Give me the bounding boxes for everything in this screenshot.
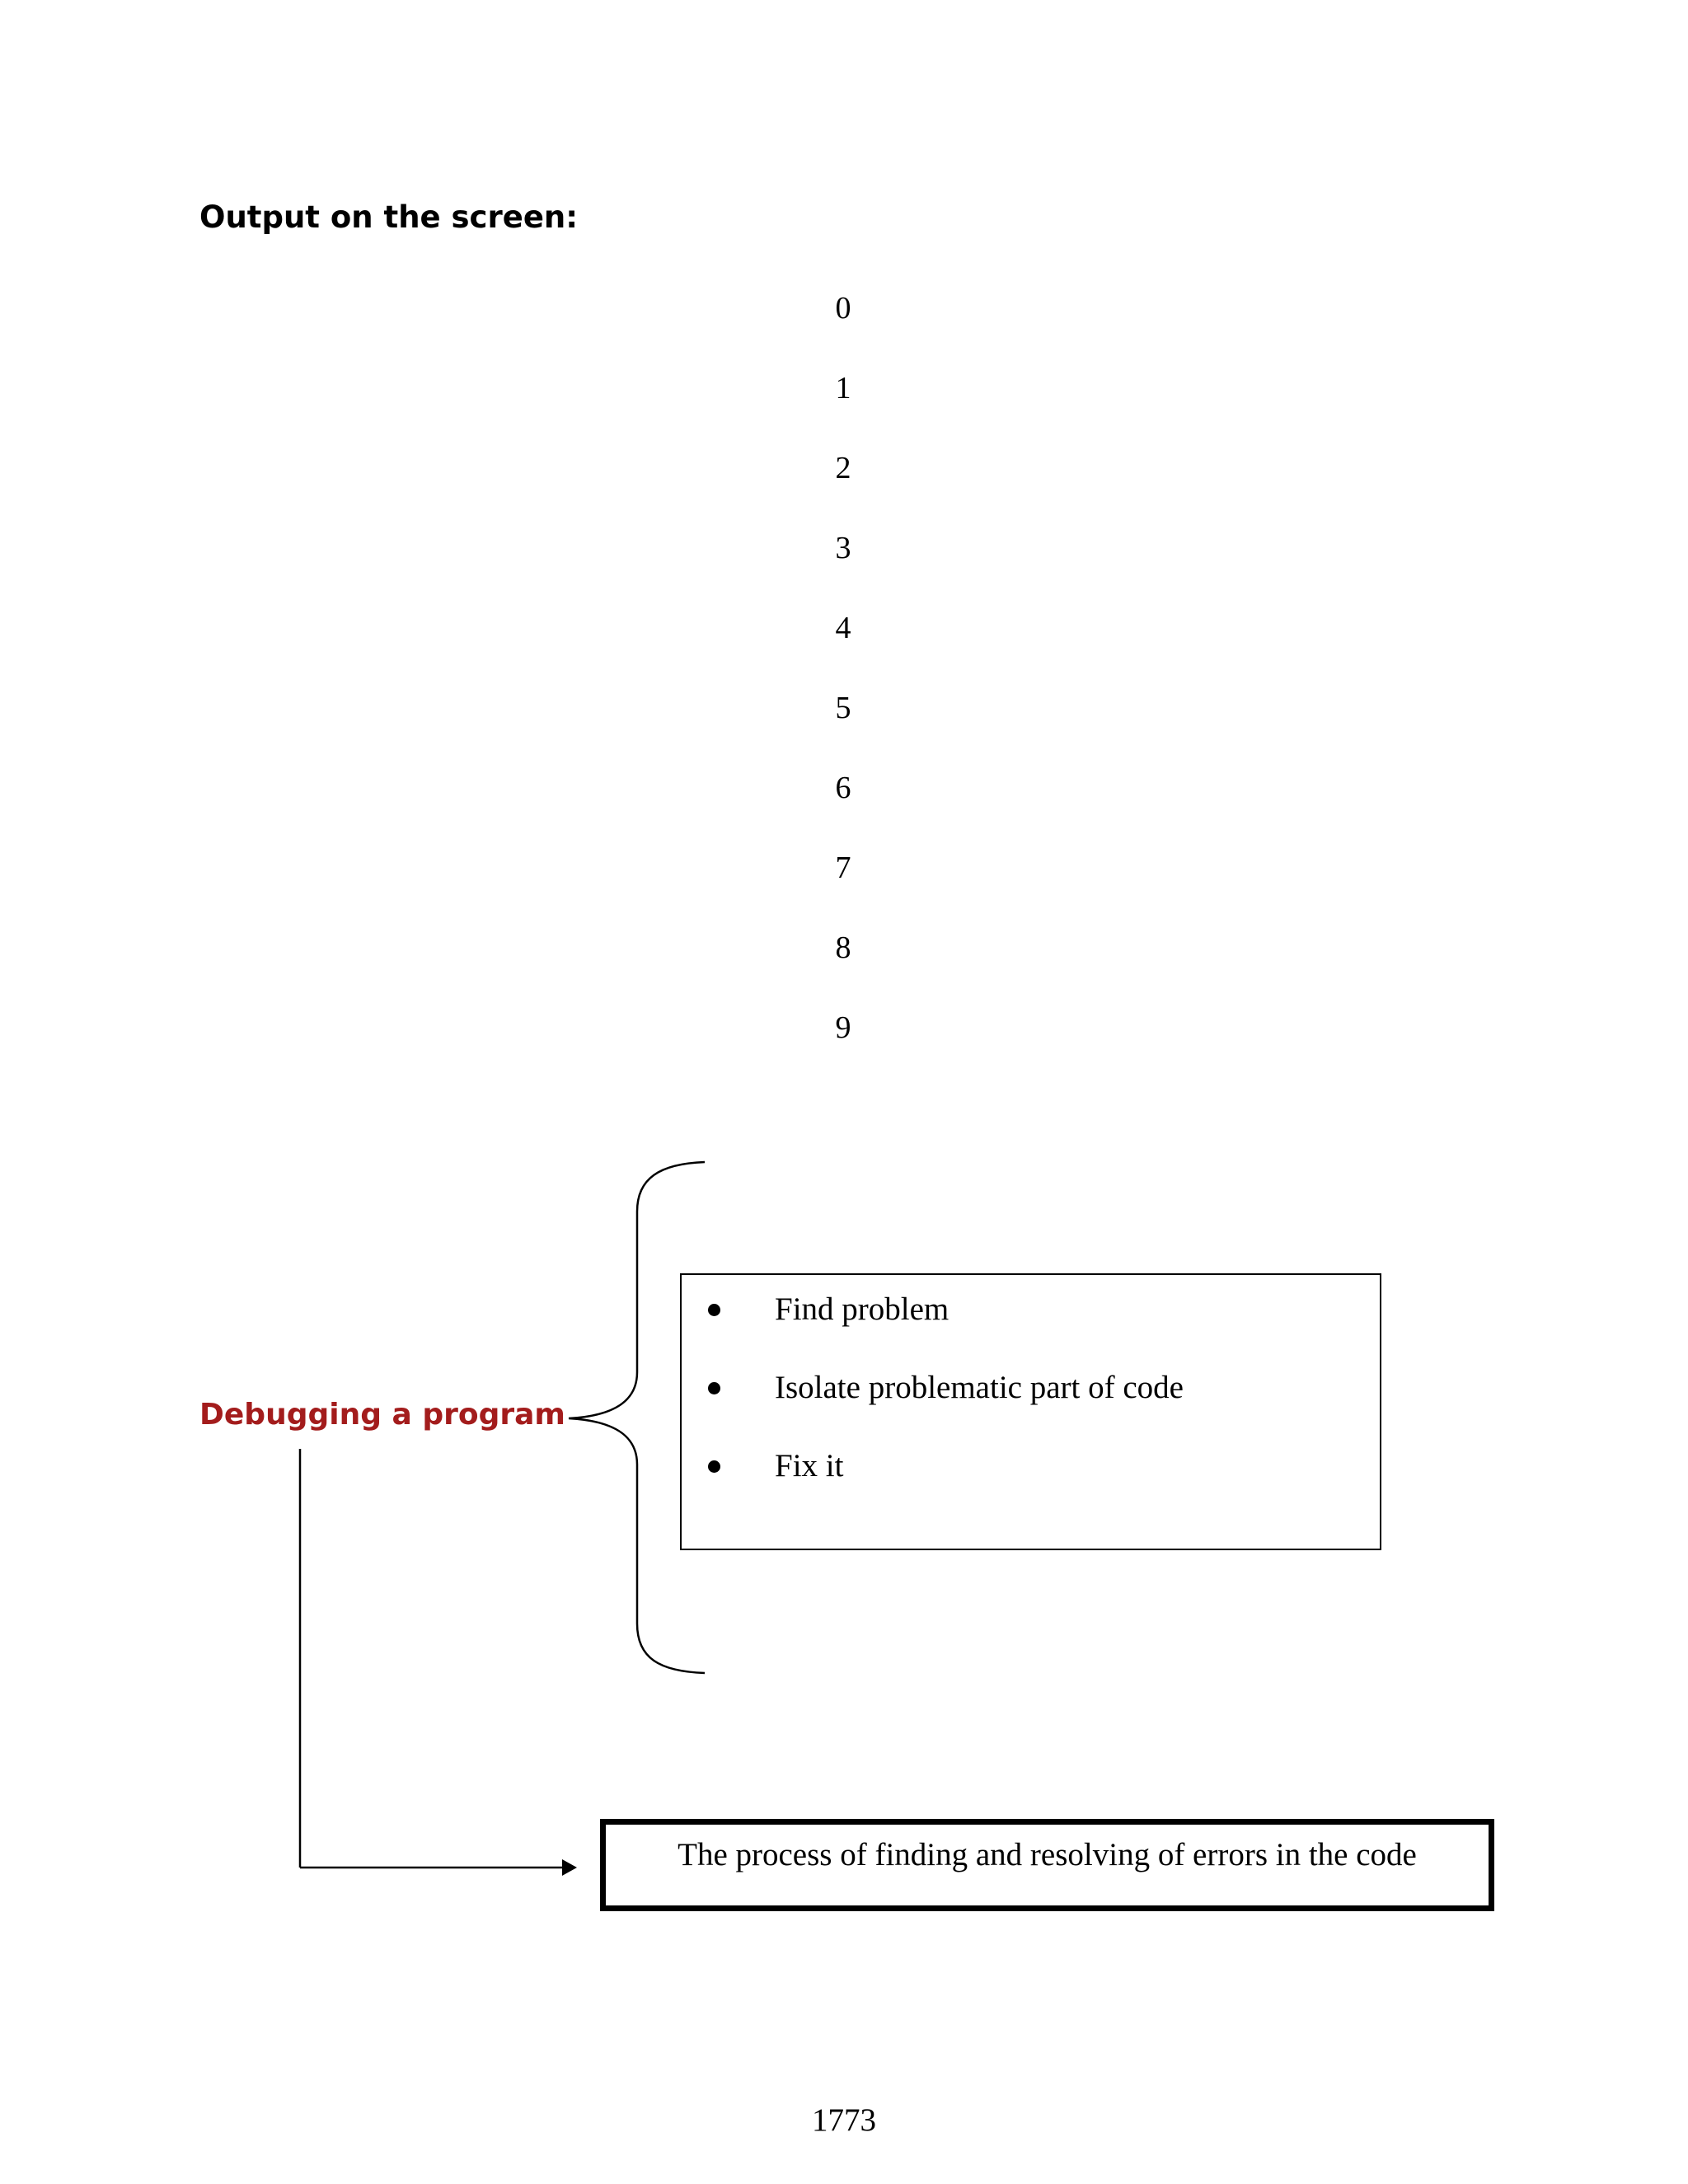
debugging-label: Debugging a program [199,1398,565,1432]
bullet-icon [708,1304,720,1316]
debugging-steps-box: Find problem Isolate problematic part of… [680,1273,1381,1550]
output-heading: Output on the screen: [199,199,579,235]
arrow-head-icon [562,1859,577,1876]
step-item: Isolate problematic part of code [706,1366,1184,1445]
step-text: Fix it [775,1448,844,1483]
output-number: 1 [835,371,851,405]
output-number: 5 [835,691,851,725]
output-number: 3 [835,531,851,565]
output-number: 9 [835,1010,851,1045]
step-text: Find problem [775,1291,950,1327]
page-number: 1773 [812,2102,876,2138]
output-number: 0 [835,291,851,326]
step-text: Isolate problematic part of code [775,1370,1184,1405]
bullet-icon [708,1382,720,1394]
bullet-icon [708,1460,720,1473]
output-number: 8 [835,930,851,965]
step-item: Find problem [706,1288,1184,1366]
output-number: 4 [835,611,851,645]
step-item: Fix it [706,1445,1184,1523]
definition-text: The process of finding and resolving of … [678,1837,1417,1872]
definition-box: The process of finding and resolving of … [600,1819,1494,1911]
output-number: 6 [835,771,851,805]
output-number: 2 [835,451,851,485]
debugging-steps-list: Find problem Isolate problematic part of… [706,1288,1184,1523]
output-number: 7 [835,851,851,885]
output-number-list: 0 1 2 3 4 5 6 7 8 9 [791,287,895,1086]
